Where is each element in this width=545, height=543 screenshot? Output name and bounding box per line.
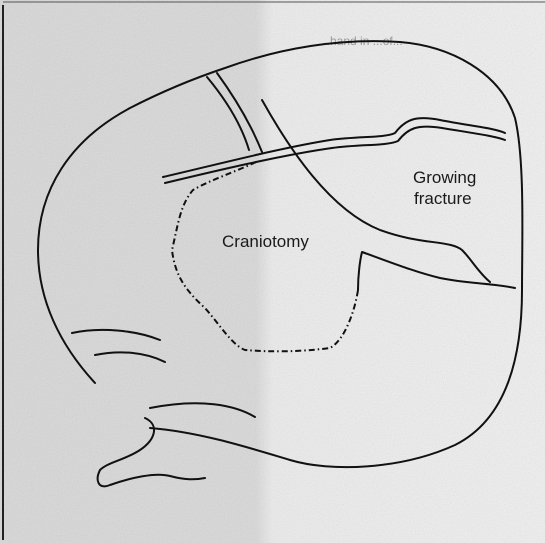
fracture-label: fracture	[414, 189, 472, 208]
craniotomy-label: Craniotomy	[222, 232, 309, 251]
growing-label: Growing	[413, 168, 476, 187]
